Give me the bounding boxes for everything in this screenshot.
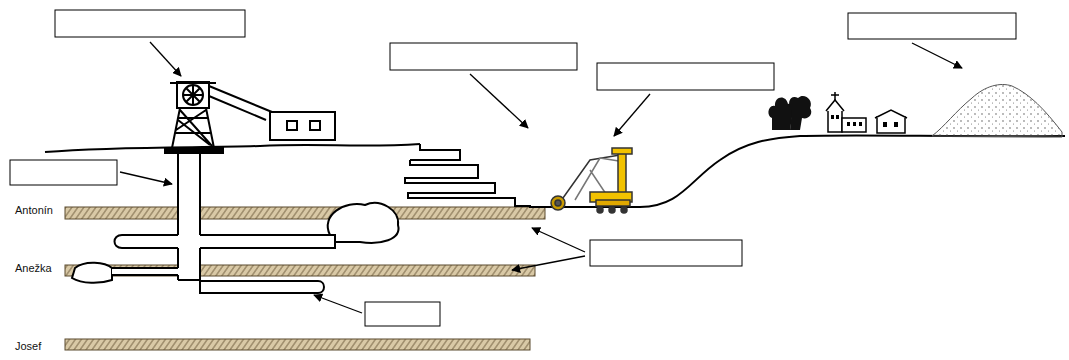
coal-seams (65, 207, 545, 350)
excavator (551, 148, 632, 213)
spoil-heap (932, 85, 1062, 138)
seam-label: Antonín (15, 204, 53, 216)
headframe (165, 82, 335, 153)
leader-arrows (120, 42, 962, 313)
seam-label: Anežka (15, 262, 52, 274)
empty-label-boxes (10, 10, 1016, 326)
seam-label: Josef (15, 340, 41, 352)
village (768, 92, 907, 133)
mine-workings (72, 150, 398, 293)
